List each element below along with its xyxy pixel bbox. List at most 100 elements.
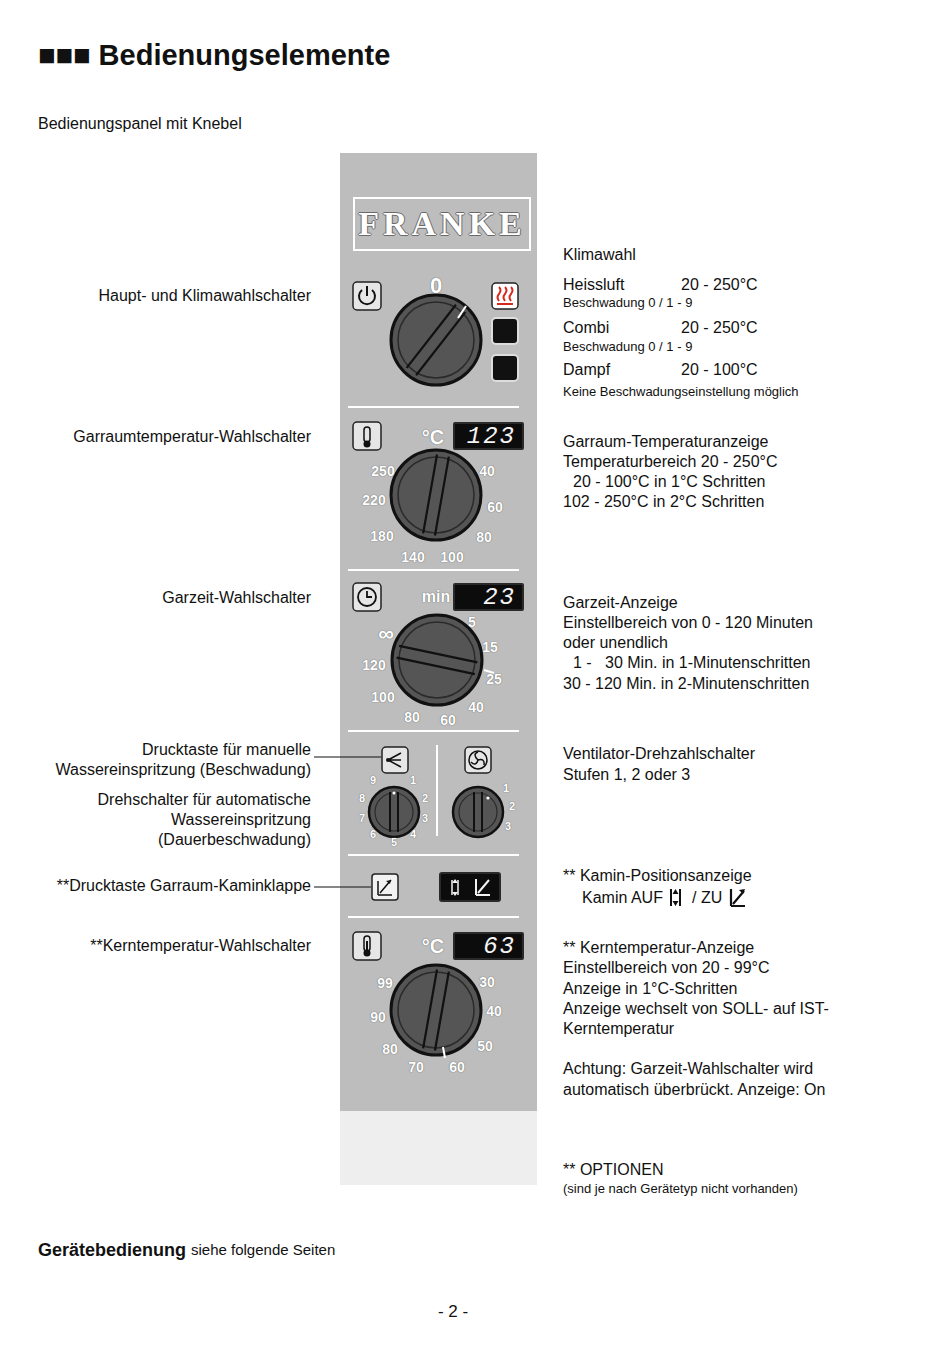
node-text: 123	[455, 425, 522, 449]
panel-graphic	[364, 427, 370, 442]
knob-body	[391, 295, 481, 385]
panel-graphic	[314, 757, 381, 758]
scale-number: 180	[370, 528, 393, 546]
scale-number: 1	[410, 774, 416, 788]
scale-number: 100	[371, 689, 394, 707]
scale-number: 0	[430, 272, 442, 300]
knob-grip-line	[423, 970, 437, 1049]
panel-graphic	[386, 880, 391, 884]
label-text: 20 - 250°C	[681, 318, 758, 338]
knob-body	[392, 615, 482, 705]
scale-number: 3	[422, 812, 428, 826]
label-text: 30 - 120 Min. in 2-Minutenschritten	[563, 674, 809, 694]
scale-number: 40	[486, 1003, 502, 1021]
panel-graphic	[492, 283, 518, 309]
label-text: ** Kamin-Positionsanzeige	[563, 866, 752, 886]
label-text: ** Kerntemperatur-Anzeige	[563, 938, 754, 958]
label-text: Kerntemperatur	[563, 1019, 674, 1039]
scale-number: 250	[371, 463, 394, 481]
label-text: **Drucktaste Garraum-Kaminklappe	[57, 876, 311, 896]
label-text: Drucktaste für manuelle Wassereinspritzu…	[36, 740, 311, 780]
note-text: Beschwadung 0 / 1 - 9	[563, 339, 692, 355]
label-text: 20 - 250°C	[681, 275, 758, 295]
scale-number: 60	[440, 712, 456, 730]
scale-number: min	[422, 587, 450, 607]
label-text: Combi	[563, 318, 609, 338]
scale-number: 100	[440, 549, 463, 567]
chimney-closed-icon	[731, 889, 745, 906]
scale-number: 80	[382, 1041, 398, 1059]
panel-graphic	[353, 932, 381, 960]
panel-graphic	[382, 747, 408, 773]
label-text: Anzeige wechselt von SOLL- auf IST-	[563, 999, 829, 1019]
node-text: 63	[455, 935, 522, 959]
knob-indicator-tick	[443, 1047, 445, 1058]
note-text: (sind je nach Gerätetyp nicht vorhanden)	[563, 1181, 798, 1197]
scale-number: °C	[422, 425, 444, 450]
scale-number: 2	[509, 800, 515, 814]
knob-grip-line	[435, 972, 449, 1051]
label-text: Temperaturbereich 20 - 250°C	[563, 452, 778, 472]
panel-graphic	[353, 422, 381, 450]
small-dial-ring	[459, 793, 497, 831]
scale-number: 120	[362, 657, 385, 675]
label-text: Garzeit-Wahlschalter	[162, 588, 311, 608]
panel-graphic	[465, 747, 491, 773]
panel-graphic	[378, 880, 392, 895]
scale-number: 30	[479, 974, 495, 992]
label-text: ** OPTIONEN	[563, 1160, 663, 1180]
scale-number: 40	[479, 463, 495, 481]
scale-number: 2	[422, 792, 428, 806]
knob-grip-line	[416, 312, 465, 375]
fan-icon	[465, 747, 491, 773]
panel-graphic	[498, 287, 513, 301]
dial-marker	[392, 791, 395, 794]
knob-grip-line	[435, 457, 449, 536]
panel-graphic	[471, 752, 484, 765]
scale-number: 6	[370, 828, 376, 842]
label-text: Drehschalter für automatische Wassereins…	[71, 790, 311, 850]
dial-grip-line	[473, 792, 475, 832]
label-text: Garraum-Temperaturanzeige	[563, 432, 768, 452]
knob-body	[391, 965, 481, 1055]
scale-number: 25	[486, 671, 502, 689]
scale-number: 3	[505, 820, 511, 834]
panel-graphic	[348, 406, 519, 408]
node-text: 23	[455, 586, 522, 610]
scale-number: 1	[503, 782, 509, 796]
label-text: Bedienungspanel mit Knebel	[38, 114, 242, 134]
label-text: / ZU	[692, 888, 722, 908]
panel-graphic	[366, 286, 368, 296]
panel-separators	[348, 407, 519, 917]
panel-graphic	[364, 950, 371, 957]
panel-graphic	[314, 887, 371, 888]
label-text: Garraumtemperatur-Wahlschalter	[73, 427, 311, 447]
knob-indicator-tick	[458, 306, 466, 318]
panel-graphic	[673, 889, 679, 906]
control-panel	[340, 153, 537, 1111]
panel-graphic	[497, 303, 513, 305]
label-text: Garzeit-Anzeige	[563, 593, 678, 613]
panel-graphic	[348, 916, 519, 918]
label-text: 102 - 250°C in 2°C Schritten	[563, 492, 764, 512]
scale-number: 50	[477, 1038, 493, 1056]
panel-graphic	[372, 874, 398, 900]
label-text: Anzeige in 1°C-Schritten	[563, 979, 737, 999]
label-text: Achtung: Garzeit-Wahlschalter wird	[563, 1059, 813, 1079]
scale-number: 80	[404, 709, 420, 727]
label-text: Stufen 1, 2 oder 3	[563, 765, 690, 785]
panel-graphic	[671, 889, 680, 906]
panel-graphic	[386, 758, 390, 762]
page-title: ■■■ Bedienungselemente	[38, 37, 390, 73]
label-text: 20 - 100°C in 1°C Schritten	[573, 472, 765, 492]
scale-number: 9	[370, 774, 376, 788]
panel-graphic	[353, 583, 381, 611]
clock-icon	[353, 583, 381, 611]
panel-graphic	[731, 889, 745, 906]
label-text: Haupt- und Klimawahlschalter	[98, 286, 311, 306]
label-text: Einstellbereich von 20 - 99°C	[563, 958, 770, 978]
leader-lines	[314, 757, 381, 887]
panel-graphic	[436, 745, 438, 836]
scale-number: 15	[482, 639, 498, 657]
